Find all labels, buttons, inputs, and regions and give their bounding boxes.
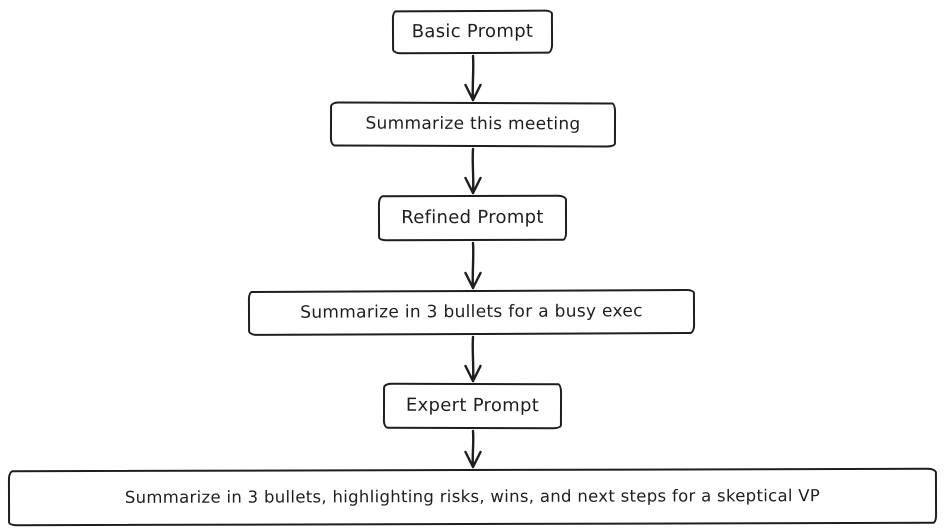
node-summarize-busy-exec: Summarize in 3 bullets for a busy exec [247,289,696,336]
node-refined-prompt: Refined Prompt [377,194,568,242]
node-label: Summarize in 3 bullets for a busy exec [300,301,643,323]
node-summarize-skeptical-vp: Summarize in 3 bullets, highlighting ris… [7,467,938,527]
node-label: Summarize in 3 bullets, highlighting ris… [124,486,821,507]
node-label: Basic Prompt [411,20,534,43]
arrow-down-icon [464,429,482,469]
node-label: Refined Prompt [401,206,544,229]
node-label: Summarize this meeting [365,113,581,135]
node-summarize-this-meeting: Summarize this meeting [329,101,617,148]
arrow-down-icon [464,54,482,102]
arrow-down-icon [464,241,482,290]
arrow-down-icon [464,147,482,195]
node-basic-prompt: Basic Prompt [391,9,554,55]
node-label: Expert Prompt [405,394,540,417]
arrow-down-icon [464,335,482,383]
node-expert-prompt: Expert Prompt [382,382,563,430]
